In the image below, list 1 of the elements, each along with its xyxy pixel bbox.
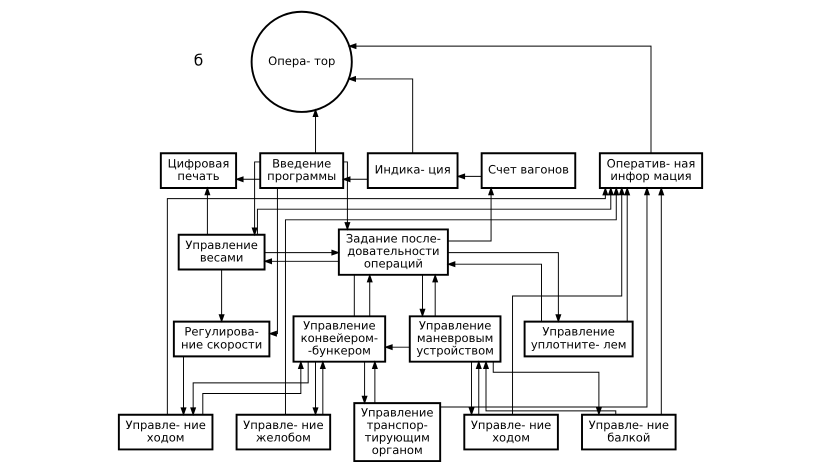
label: б xyxy=(194,52,204,70)
